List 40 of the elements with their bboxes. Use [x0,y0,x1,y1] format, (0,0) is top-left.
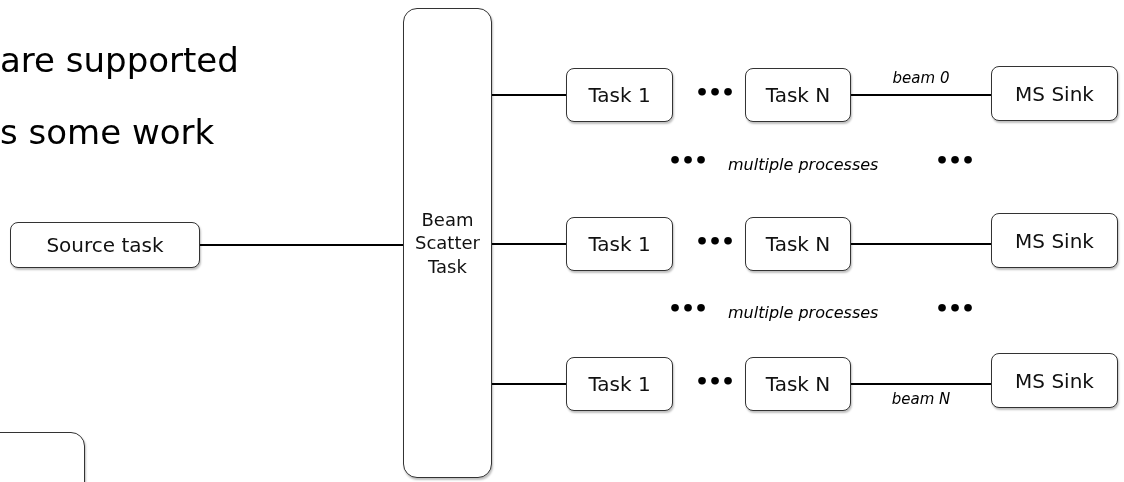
node-text: Task N [765,371,831,397]
note-text: multiple processes [728,303,879,322]
node-text: MS Sink [1015,227,1094,254]
node-text: Task 1 [588,231,651,257]
connector-line [850,243,992,245]
task-box [991,213,1118,268]
node-text: Task 1 [588,82,651,108]
task-box [991,66,1118,121]
node-text: Task N [765,231,831,257]
ellipsis-dots: ••• [695,229,735,254]
body-text: are supported [0,40,239,80]
task-box [566,68,673,122]
node-text: Source task [46,232,164,258]
body-text: s some work [0,112,215,152]
task-box [745,217,851,271]
node-text: Beam Scatter Task [414,207,481,279]
node-text: MS Sink [1015,80,1094,107]
node-text: MS Sink [1015,367,1094,394]
connector-line [850,383,992,385]
connector-line [491,94,567,96]
node-text: Task 1 [588,371,651,397]
ellipsis-dots: ••• [695,369,735,394]
node-text: Task N [765,82,831,108]
task-box [566,217,673,271]
task-box [745,357,851,411]
task-box [10,222,200,268]
ellipsis-dots: ••• [935,296,975,321]
task-box [991,353,1118,408]
task-box [745,68,851,122]
task-box [566,357,673,411]
ellipsis-dots: ••• [668,148,708,173]
ellipsis-dots: ••• [695,80,735,105]
ellipsis-dots: ••• [668,296,708,321]
connector-line [850,94,992,96]
connector-line [491,243,567,245]
connector-line [491,383,567,385]
scatter-task-box [403,8,492,478]
note-text: multiple processes [728,155,879,174]
connector-line [199,244,404,246]
ellipsis-dots: ••• [935,148,975,173]
